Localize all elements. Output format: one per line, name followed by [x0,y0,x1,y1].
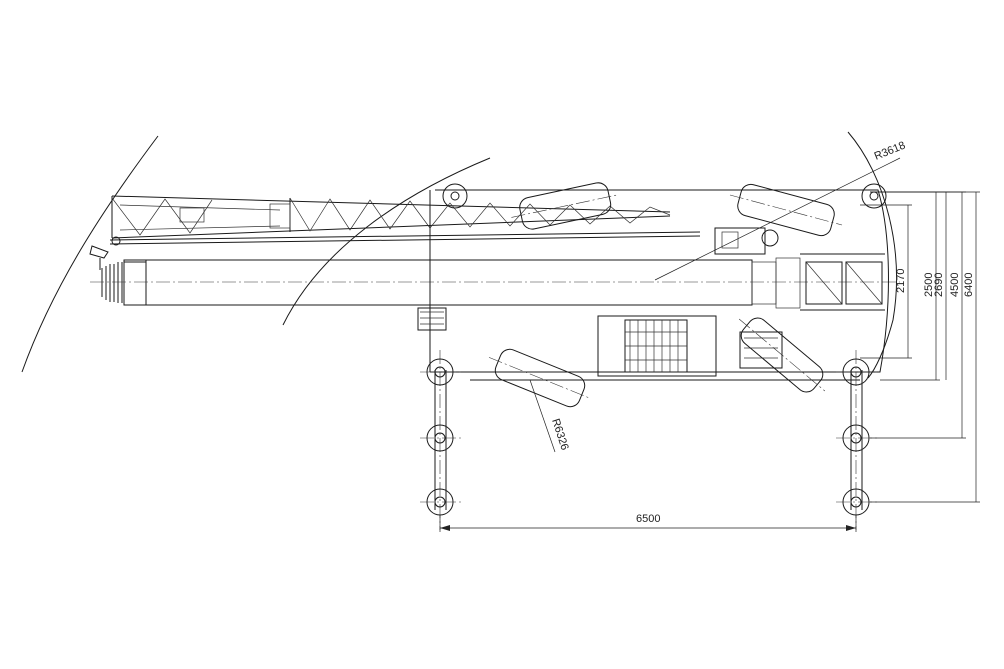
lattice-jib [89,195,701,270]
outrigger-span-dimension [439,515,857,532]
tire-front-right [738,317,826,393]
outrigger-right [836,350,878,530]
label-r6326: R6326 [549,417,570,452]
label-6500: 6500 [636,513,660,525]
radius-leader-tail [654,157,901,281]
superstructure [597,227,783,377]
boom-main-section [123,259,753,306]
radius-leader-front [529,379,556,453]
outrigger-upper-pads [442,183,887,209]
tire-front-left [511,182,620,230]
telescopic-boom [90,257,900,309]
tire-rear-left [488,348,592,408]
label-6400: 6400 [963,273,975,297]
boom-head [101,262,123,303]
boom-swing-arc [282,157,491,326]
vertical-dimensions [860,191,980,503]
label-2500: 2500 [923,273,935,297]
outrigger-left [420,350,462,530]
label-2690: 2690 [933,273,945,297]
carrier-frame [417,189,889,381]
label-r3618: R3618 [873,140,908,163]
label-2170: 2170 [895,269,907,293]
front-swing-arc [21,135,159,373]
label-4500: 4500 [949,273,961,297]
tail-swing-arc [847,131,897,379]
tire-rear-right [729,183,843,237]
